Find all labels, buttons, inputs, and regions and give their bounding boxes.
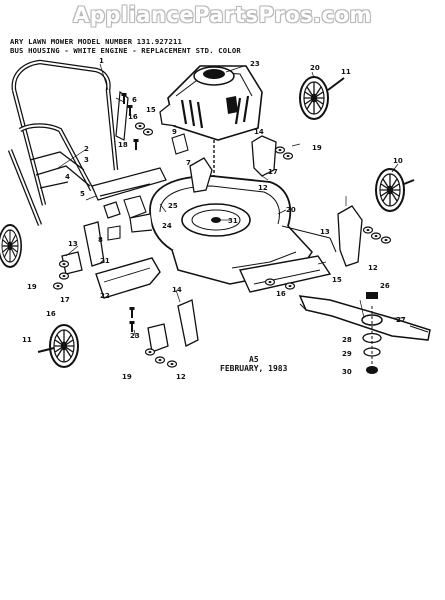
- callout-14: 14: [254, 128, 264, 136]
- blade-icon: [298, 292, 431, 374]
- callout-25: 25: [168, 202, 178, 210]
- callout-18: 18: [118, 141, 128, 149]
- callout-16b: 16: [46, 310, 56, 318]
- callout-11: 11: [341, 68, 351, 76]
- callout-19: 19: [312, 144, 322, 152]
- callout-27: 27: [396, 316, 406, 324]
- callout-7: 7: [186, 159, 191, 167]
- callout-13b: 13: [320, 228, 330, 236]
- watermark-text: AppliancePartsPros.com: [73, 3, 372, 27]
- callout-14b: 14: [172, 286, 182, 294]
- callout-3: 3: [84, 156, 89, 164]
- figure-date: FEBRUARY, 1983: [220, 364, 288, 373]
- callout-19c: 19: [122, 373, 132, 381]
- callout-28: 28: [342, 336, 352, 344]
- handle-icon: [7, 59, 119, 226]
- callout-13: 13: [68, 240, 78, 248]
- callout-29: 29: [342, 350, 352, 358]
- callout-20b: 20: [286, 206, 296, 214]
- part-callouts: 1 2 3 4 5 6 7 8 9 10 11 12 13 14 15 16 1…: [22, 57, 406, 381]
- callout-23: 23: [250, 60, 260, 68]
- callout-22: 22: [100, 292, 110, 300]
- callout-16: 16: [128, 113, 138, 121]
- wheel-icon: [375, 168, 405, 212]
- callout-23b: 23: [130, 332, 140, 340]
- callout-19b: 19: [27, 283, 37, 291]
- callout-12: 12: [258, 184, 268, 192]
- callout-8: 8: [98, 236, 103, 244]
- wheel-icon: [0, 224, 23, 268]
- callout-26: 26: [380, 282, 390, 290]
- engine-icon: [159, 65, 263, 212]
- diagram-title-line2: BUS HOUSING - WHITE ENGINE - REPLACEMENT…: [10, 46, 241, 55]
- rear-deflector: [95, 257, 161, 299]
- mower-deck-icon: [129, 175, 337, 293]
- callout-12b: 12: [368, 264, 378, 272]
- callout-17: 17: [268, 168, 278, 176]
- callout-24: 24: [162, 222, 172, 230]
- wheel-icon: [49, 324, 79, 368]
- callout-15: 15: [146, 106, 156, 114]
- callout-2: 2: [84, 145, 89, 153]
- callout-12c: 12: [176, 373, 186, 381]
- callout-20: 20: [310, 64, 320, 72]
- callout-6: 6: [132, 96, 137, 104]
- callout-16c: 16: [276, 290, 286, 298]
- wheel-icon: [299, 76, 329, 120]
- callout-30: 30: [342, 368, 352, 376]
- callout-17b: 17: [60, 296, 70, 304]
- callout-5: 5: [80, 190, 85, 198]
- diagram-title-line1: ARY LAWN MOWER MODEL NUMBER 131.927211: [10, 37, 183, 46]
- callout-21: 21: [100, 257, 110, 265]
- callout-15b: 15: [332, 276, 342, 284]
- callout-11b: 11: [22, 336, 32, 344]
- callout-4: 4: [65, 173, 70, 181]
- callout-10: 10: [393, 157, 403, 165]
- callout-9: 9: [172, 128, 177, 136]
- figure-code: A5: [249, 355, 259, 364]
- callout-1: 1: [99, 57, 104, 65]
- callout-31: 31: [228, 217, 238, 225]
